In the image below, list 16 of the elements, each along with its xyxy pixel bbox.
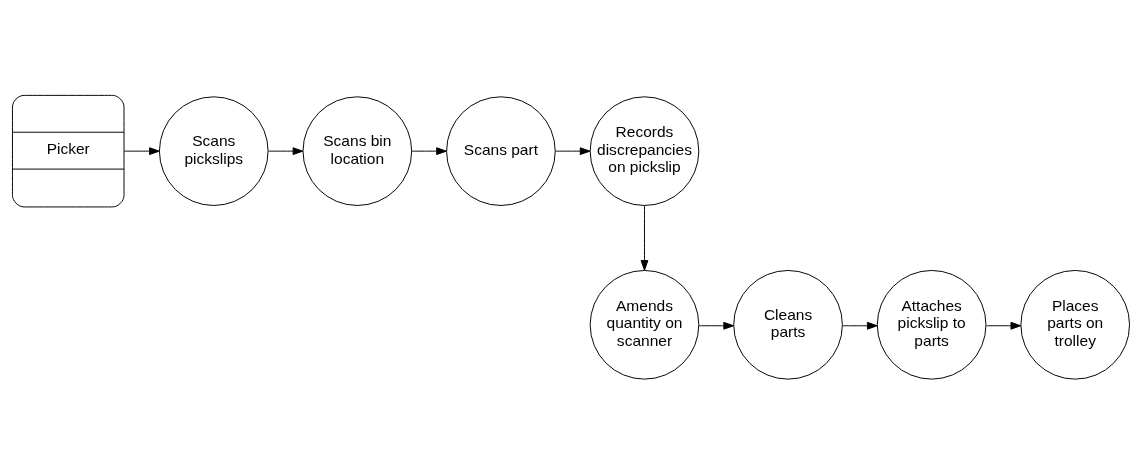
node-circle: Attaches pickslip to parts — [876, 270, 987, 380]
node-circle: Places parts on trolley — [1020, 270, 1130, 380]
arrow — [985, 321, 1022, 330]
arrow — [640, 205, 649, 271]
arrow — [411, 147, 447, 156]
node-circle: Cleans parts — [733, 270, 843, 380]
arrow — [698, 321, 734, 330]
node-circle: Records discrepancies on pickslip — [589, 96, 700, 206]
arrow — [123, 147, 160, 156]
node-circle: Scans bin location — [302, 96, 413, 206]
arrow — [555, 147, 591, 156]
node-circle: Amends quantity on scanner — [589, 270, 700, 380]
arrow — [267, 147, 304, 156]
node-circle: Scans pickslips — [158, 96, 269, 206]
node-circle: Scans part — [446, 96, 556, 206]
arrow — [842, 321, 878, 330]
